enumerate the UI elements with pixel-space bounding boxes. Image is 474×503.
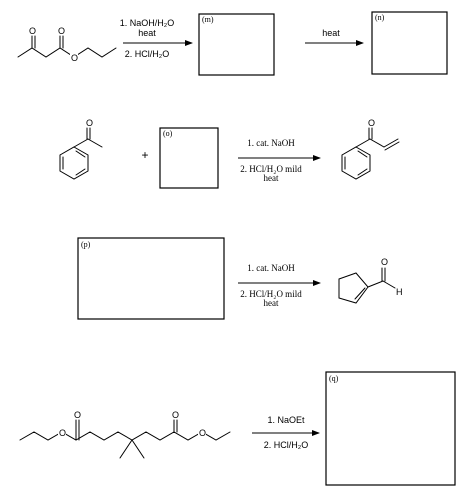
answer-box-p[interactable] <box>77 237 225 320</box>
condition-line: 2. HCl/H₂O mild <box>240 289 302 299</box>
atom-o: O <box>58 26 65 36</box>
conditions-q: 1. NaOEt 2. HCl/H₂O <box>252 415 320 450</box>
product-phenyl-vinyl-ketone: O <box>341 118 400 180</box>
conditions-p: 1. cat. NaOH 2. HCl/H₂O mild heat <box>238 263 321 308</box>
condition-line: heat <box>322 28 340 38</box>
atom-o: O <box>29 26 36 36</box>
product-cyclopentene-carbaldehyde: O H <box>338 257 403 304</box>
atom-o: O <box>381 257 388 267</box>
atom-o: O <box>199 428 206 438</box>
condition-line: 1. NaOEt <box>267 415 305 425</box>
atom-o: O <box>86 118 93 128</box>
conditions-m: 1. NaOH/H₂O heat 2. HCl/H₂O <box>120 18 193 59</box>
condition-line: 2. HCl/H₂O mild <box>240 164 302 174</box>
atom-o: O <box>59 428 66 438</box>
box-label: (p) <box>81 240 91 249</box>
atom-o: O <box>368 118 375 128</box>
box-label: (q) <box>329 374 339 383</box>
conditions-o: 1. cat. NaOH 2. HCl/H₂O mild heat <box>238 138 321 183</box>
answer-box-o[interactable] <box>159 127 219 189</box>
atom-o: O <box>71 53 78 63</box>
atom-o: O <box>172 410 179 420</box>
atom-o: O <box>74 410 81 420</box>
condition-line: heat <box>264 298 279 308</box>
box-label: (o) <box>163 129 173 138</box>
condition-line: 1. NaOH/H₂O <box>120 18 175 28</box>
reactant-acetophenone: O <box>59 118 103 180</box>
reactant-diethyl-diester: O O O O <box>19 410 231 459</box>
condition-line: 2. HCl/H₂O <box>264 440 309 450</box>
condition-line: 1. cat. NaOH <box>247 138 295 148</box>
box-label: (m) <box>202 15 214 24</box>
condition-line: heat <box>138 28 156 38</box>
condition-line: 2. HCl/H₂O <box>125 49 170 59</box>
plus-sign: + <box>141 148 148 162</box>
atom-h: H <box>396 287 403 297</box>
answer-box-q[interactable] <box>325 371 456 486</box>
conditions-n: heat <box>305 28 364 46</box>
condition-line: heat <box>264 173 279 183</box>
answer-box-m[interactable] <box>198 13 275 76</box>
box-label: (n) <box>375 13 385 22</box>
reactant-ethyl-acetoacetate: O O O <box>17 26 117 63</box>
condition-line: 1. cat. NaOH <box>247 263 295 273</box>
answer-box-n[interactable] <box>371 11 448 75</box>
